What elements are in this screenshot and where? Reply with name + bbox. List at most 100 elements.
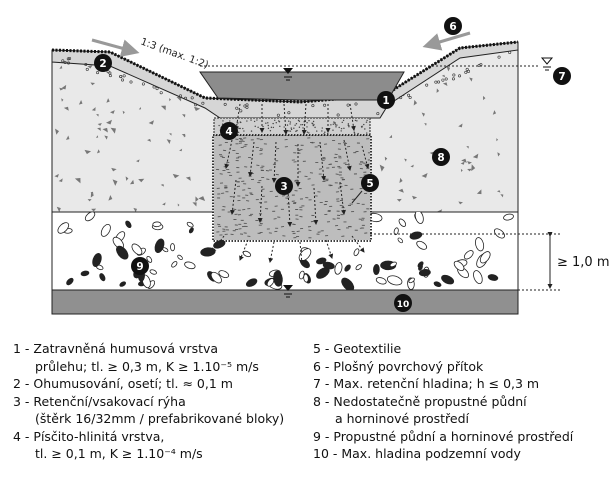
sand-dot: [354, 119, 357, 122]
marker-5-circle: [361, 174, 379, 192]
soil-fleck: [59, 87, 64, 91]
grass-surface: [51, 40, 519, 104]
stone: [186, 221, 194, 228]
soil-fleck: [181, 133, 186, 138]
sand-dot: [314, 126, 316, 129]
soil-fleck: [424, 122, 427, 126]
soil-fleck: [102, 127, 108, 133]
soil-fleck: [483, 95, 486, 101]
humus-dot: [129, 80, 133, 84]
stone: [473, 270, 483, 284]
sand-dot: [312, 124, 315, 127]
sand-dot: [308, 120, 310, 122]
sand-dot: [293, 127, 295, 129]
sand-dot: [327, 132, 329, 135]
stone: [119, 281, 127, 287]
stone: [503, 213, 514, 221]
soil-fleck: [195, 196, 199, 202]
legend-right-column: 5 - Geotextilie 6 - Plošný povrchový pří…: [313, 340, 573, 463]
sand-dot: [272, 126, 275, 129]
stone: [475, 237, 485, 252]
sand-dot: [222, 120, 224, 122]
sand-dot: [265, 122, 267, 124]
sand-dot: [267, 127, 270, 130]
sand-dot: [290, 127, 292, 129]
soil-fleck: [404, 158, 407, 162]
marker-2-label: 2: [99, 58, 106, 70]
sand-dot: [294, 124, 296, 126]
soil-fleck: [446, 66, 451, 72]
marker-7-circle: [553, 67, 571, 85]
sand-dot: [283, 126, 285, 128]
soil-fleck: [55, 128, 60, 135]
sand-dot: [332, 123, 335, 125]
humus-dot: [399, 96, 403, 100]
soil-fleck: [179, 148, 183, 152]
marker-5: 5: [361, 174, 379, 192]
humus-dot: [152, 85, 156, 89]
humus-dot: [243, 104, 247, 108]
sand-dot: [336, 124, 338, 126]
stone: [386, 275, 403, 286]
stone: [418, 264, 423, 271]
sand-dot: [316, 130, 318, 132]
humus-dot: [465, 67, 469, 71]
infiltration-arrow: [351, 235, 365, 253]
humus-dot: [122, 74, 126, 78]
soil-fleck: [90, 191, 94, 195]
soil-fleck: [460, 168, 463, 173]
stone: [184, 261, 196, 270]
soil-fleck: [399, 177, 403, 183]
water-level-symbol-max: [540, 57, 554, 71]
stone: [116, 245, 129, 260]
stone: [149, 269, 157, 275]
marker-3-circle: [275, 177, 293, 195]
marker-10-circle: [394, 294, 412, 312]
sand-dot: [361, 126, 363, 128]
marker-3-label: 3: [280, 181, 287, 193]
soil-fleck: [192, 202, 197, 207]
stone: [433, 281, 442, 288]
soil-fleck: [96, 114, 99, 117]
stone: [398, 218, 407, 227]
marker-4: 4: [220, 122, 238, 140]
legend-item-9: 9 - Propustné půdní a horninové prostřed…: [313, 428, 574, 444]
infiltration-arrow: [301, 103, 307, 135]
soil-fleck: [421, 112, 425, 117]
humus-dot: [451, 77, 455, 81]
infiltration-arrow: [234, 103, 241, 131]
humus-dot: [141, 82, 145, 86]
humus-dot: [239, 109, 243, 113]
sand-dot: [338, 126, 340, 129]
infiltration-arrow: [268, 241, 275, 263]
soil-fleck: [104, 135, 108, 140]
stone: [154, 238, 165, 254]
stone: [171, 261, 178, 268]
marker-3: 3: [275, 177, 293, 195]
humus-dot: [159, 91, 163, 95]
humus-dot: [441, 78, 445, 82]
soil-fleck: [436, 88, 440, 93]
stone: [316, 257, 327, 265]
stone: [125, 220, 132, 229]
sand-dot: [340, 127, 343, 130]
stone: [389, 261, 397, 268]
sand-dot: [330, 124, 332, 126]
soil-fleck: [458, 123, 463, 128]
soil-fleck: [182, 114, 186, 118]
soil-fleck: [106, 98, 110, 103]
humus-dot: [444, 77, 448, 81]
infiltration-arrow: [229, 179, 237, 215]
stone: [441, 274, 455, 285]
marker-1-circle: [377, 91, 395, 109]
infiltration-arrows: [211, 103, 370, 265]
humus-dot: [323, 103, 327, 107]
humus-dot: [190, 96, 194, 100]
infiltration-arrow: [224, 139, 233, 169]
legend-item-8-cont: a horninové prostředí: [335, 411, 469, 426]
sand-dot: [364, 128, 366, 130]
stone: [414, 212, 424, 224]
sand-dot: [229, 120, 231, 122]
